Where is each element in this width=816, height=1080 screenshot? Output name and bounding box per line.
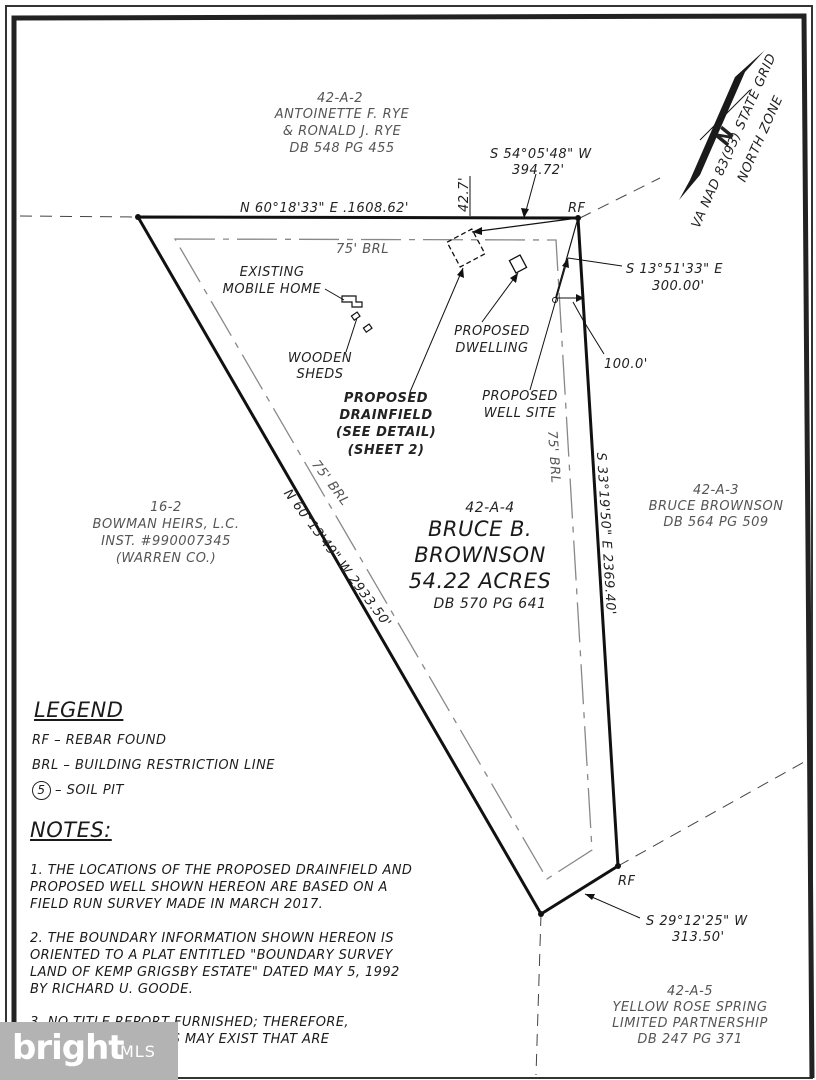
proposed-dwelling-footprint <box>508 254 528 274</box>
logo-brand: bright <box>12 1028 125 1068</box>
parcel-south-owner-line1: YELLOW ROSE SPRING <box>612 1000 768 1015</box>
corner-rf-bottom <box>615 863 621 869</box>
offset-427-label: 42.7' <box>457 176 472 212</box>
parcel-north-owner-line2: & RONALD J. RYE <box>282 124 402 139</box>
parcel-west-id: 16-2 <box>150 500 182 515</box>
legend-item-soil-pit: 5 – SOIL PIT <box>32 781 124 800</box>
corner-point-west <box>135 214 141 220</box>
well-offset-distance: 100.0' <box>604 357 648 372</box>
rf-bottom-label: RF <box>618 874 636 889</box>
north-line-bearing: N 60°18'33" E .1608.62' <box>240 201 409 216</box>
well-offset-arrowhead <box>576 294 584 302</box>
drainfield-label-line3: (SEE DETAIL) <box>336 425 437 440</box>
tie-arrowhead <box>472 227 482 235</box>
parcel-east-owner: BRUCE BROWNSON <box>648 499 784 514</box>
legend-title: LEGEND <box>34 698 124 722</box>
top-call-bearing: S 54°05'48" W <box>490 147 592 162</box>
brl-label-top: 75' BRL <box>336 242 389 257</box>
parcel-east-id: 42-A-3 <box>692 483 740 498</box>
parcel-west-owner: BOWMAN HEIRS, L.C. <box>92 517 240 532</box>
brl-label-east: 75' BRL <box>544 430 563 484</box>
sheds-label-line2: SHEDS <box>296 367 344 382</box>
parcel-subject-id: 42-A-4 <box>465 500 515 516</box>
drainfield-tie-line <box>471 217 579 233</box>
rf-top-extension <box>579 177 661 219</box>
parcel-south-deed: DB 247 PG 371 <box>637 1032 743 1047</box>
wooden-shed-1 <box>350 311 361 322</box>
north-arrow-axis <box>699 89 751 141</box>
north-arrow-shape <box>679 50 765 200</box>
parcel-north-id: 42-A-2 <box>316 91 364 106</box>
rf-top-label: RF <box>568 201 586 216</box>
parcel-subject-acres: 54.22 ACRES <box>408 569 552 593</box>
dwelling-label-line2: DWELLING <box>455 341 529 356</box>
rf-bottom-extension <box>617 761 805 867</box>
dwelling-leader-arrow <box>510 273 518 283</box>
logo-suffix: MLS <box>120 1042 156 1061</box>
legend-item-soil-pit-text: – SOIL PIT <box>55 783 124 798</box>
dwelling-leader <box>481 272 519 323</box>
well-label-line2: WELL SITE <box>483 406 557 421</box>
mobile-home-leader <box>324 288 345 301</box>
building-restriction-line <box>173 238 593 880</box>
top-call-distance: 394.72' <box>512 163 565 178</box>
parcel-east-deed: DB 564 PG 509 <box>663 515 769 530</box>
soil-pit-symbol: 5 <box>32 781 51 800</box>
corner-point-south <box>538 911 544 917</box>
drainfield-label-line4: (SHEET 2) <box>347 443 425 458</box>
top-call-arrowhead <box>521 208 529 218</box>
parcel-subject-owner-line1: BRUCE B. <box>427 517 533 541</box>
legend-item-brl: BRL – BUILDING RESTRICTION LINE <box>32 758 275 773</box>
well-label-line1: PROPOSED <box>482 389 558 404</box>
mobile-home-label-line1: EXISTING <box>239 265 305 280</box>
south-call-leader <box>584 893 641 919</box>
parcel-south-id: 42-A-5 <box>666 984 714 999</box>
legend-item-rf: RF – REBAR FOUND <box>32 733 166 748</box>
north-line-extension <box>19 215 139 218</box>
right-upper-call-bearing: S 13°51'33" E <box>626 262 723 277</box>
bright-mls-logo: bright MLS <box>0 1022 178 1080</box>
drainfield-leader-arrow <box>457 268 464 278</box>
dwelling-label-line1: PROPOSED <box>454 324 530 339</box>
sheds-label-line1: WOODEN <box>287 351 353 366</box>
wooden-shed-2 <box>362 323 373 334</box>
right-upper-call-distance: 300.00' <box>652 279 705 294</box>
notes-title: NOTES: <box>30 818 112 842</box>
south-call-bearing: S 29°12'25" W <box>646 914 748 929</box>
parcel-subject-owner-line2: BROWNSON <box>414 543 546 567</box>
outer-border <box>5 5 813 1079</box>
existing-mobile-home <box>341 295 363 308</box>
proposed-drainfield-area <box>446 228 486 268</box>
parcel-subject-deed: DB 570 PG 641 <box>433 596 547 612</box>
drainfield-leader <box>409 267 464 393</box>
note-2: 2. THE BOUNDARY INFORMATION SHOWN HEREON… <box>30 931 400 997</box>
legend-item-brl-text: BRL – BUILDING RESTRICTION LINE <box>32 758 276 773</box>
right-upper-call-leader <box>567 257 623 267</box>
south-call-arrow <box>585 894 595 900</box>
well-tie-line <box>554 217 579 301</box>
legend-item-rf-text: RF – REBAR FOUND <box>32 733 167 748</box>
north-arrow-inner <box>706 72 750 168</box>
note-1: 1. THE LOCATIONS OF THE PROPOSED DRAINFI… <box>30 863 413 912</box>
parcel-west-inst: INST. #990007345 <box>101 534 231 549</box>
mobile-home-label-line2: MOBILE HOME <box>222 282 322 297</box>
parcel-north-deed: DB 548 PG 455 <box>289 141 395 156</box>
parcel-west-county: (WARREN CO.) <box>115 551 217 566</box>
sheds-leader <box>345 317 358 353</box>
well-leader <box>529 257 569 391</box>
parcel-south-owner-line2: LIMITED PARTNERSHIP <box>612 1016 768 1031</box>
parcel-north-owner-line1: ANTOINETTE F. RYE <box>274 107 410 122</box>
inner-border <box>11 13 815 1079</box>
drainfield-label-line2: DRAINFIELD <box>339 408 433 423</box>
south-call-distance: 313.50' <box>672 930 725 945</box>
drainfield-label-line1: PROPOSED <box>343 391 429 406</box>
south-extension <box>535 913 542 1076</box>
well-offset-leader <box>572 301 605 355</box>
well-leader-arrow <box>562 258 569 268</box>
